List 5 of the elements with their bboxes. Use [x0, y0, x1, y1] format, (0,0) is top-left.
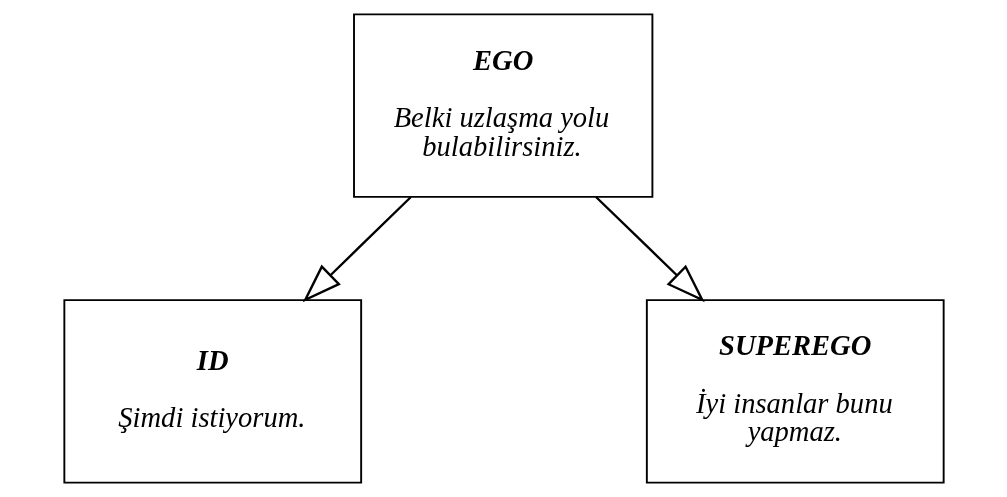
arrow	[302, 196, 412, 303]
node-box: SUPEREGO İyi insanlar bunu yapmaz.	[645, 299, 945, 484]
node-box: ID Şimdi istiyorum.	[62, 299, 362, 484]
node-box: EGO Belki uzlaşma yolu bulabilirsiniz.	[352, 13, 653, 198]
arrow	[594, 196, 705, 303]
